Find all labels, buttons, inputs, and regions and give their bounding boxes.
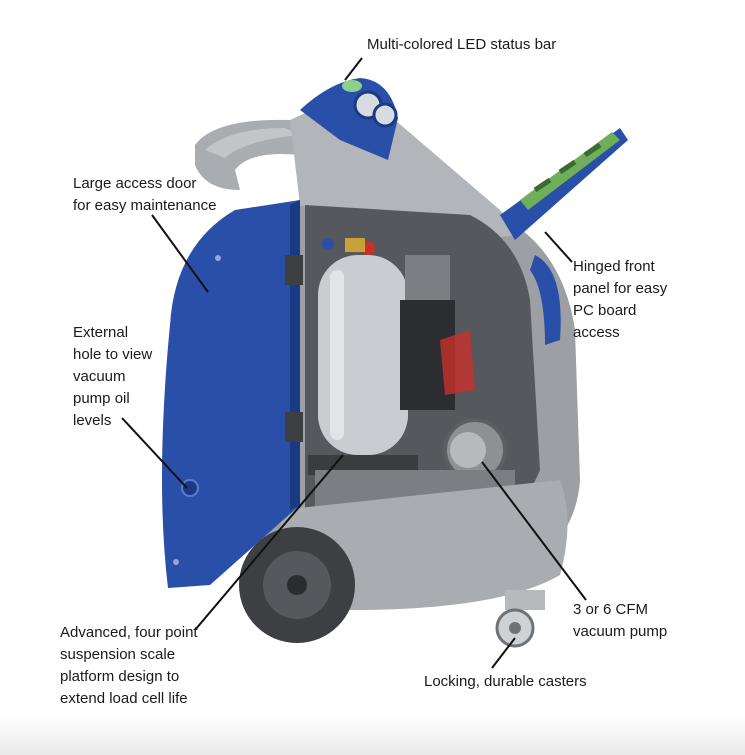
callout-access-door: Large access door for easy maintenance bbox=[73, 175, 217, 214]
door-screw-bottom bbox=[173, 559, 179, 565]
pc-board bbox=[520, 132, 620, 210]
compressor-top bbox=[405, 255, 450, 300]
bottom-fade-bar bbox=[0, 716, 745, 755]
caster-hub bbox=[509, 622, 521, 634]
red-coil bbox=[440, 330, 475, 395]
vacuum-pump-fan bbox=[450, 432, 486, 468]
oil-view-hole bbox=[181, 479, 199, 497]
tank-highlight bbox=[330, 270, 344, 440]
leader-casters bbox=[491, 637, 516, 669]
callout-vacuum-pump: 3 or 6 CFM vacuum pump bbox=[573, 601, 668, 640]
handle-grip bbox=[205, 128, 300, 158]
callout-suspension-scale: Advanced, four point suspension scale pl… bbox=[60, 624, 198, 707]
led-status-bar bbox=[342, 80, 362, 92]
valve-blue bbox=[322, 238, 334, 250]
caster-bracket bbox=[505, 590, 545, 610]
led-gauge-2 bbox=[372, 102, 398, 128]
callout-oil-hole: External hole to view vacuum pump oil le… bbox=[73, 324, 153, 429]
side-panel bbox=[530, 255, 561, 345]
leader-led-status-bar bbox=[344, 57, 363, 81]
leader-oil-hole bbox=[121, 417, 188, 489]
callout-led-status-bar: Multi-colored LED status bar bbox=[367, 36, 557, 53]
large-wheel-hub bbox=[287, 575, 307, 595]
leader-vacuum-pump bbox=[481, 461, 587, 601]
pc-board-components bbox=[533, 142, 602, 193]
leader-suspension-scale bbox=[194, 454, 344, 631]
leader-access-door bbox=[151, 214, 209, 293]
leader-lines bbox=[121, 57, 587, 669]
leader-hinged-panel bbox=[544, 231, 573, 263]
door-screw-top bbox=[215, 255, 221, 261]
callout-casters: Locking, durable casters bbox=[424, 673, 587, 690]
brass-fittings bbox=[345, 238, 365, 252]
hinge-lower bbox=[285, 412, 303, 442]
hinge-upper bbox=[285, 255, 303, 285]
callout-hinged-panel: Hinged front panel for easy PC board acc… bbox=[573, 258, 668, 341]
door-edge bbox=[290, 200, 300, 510]
